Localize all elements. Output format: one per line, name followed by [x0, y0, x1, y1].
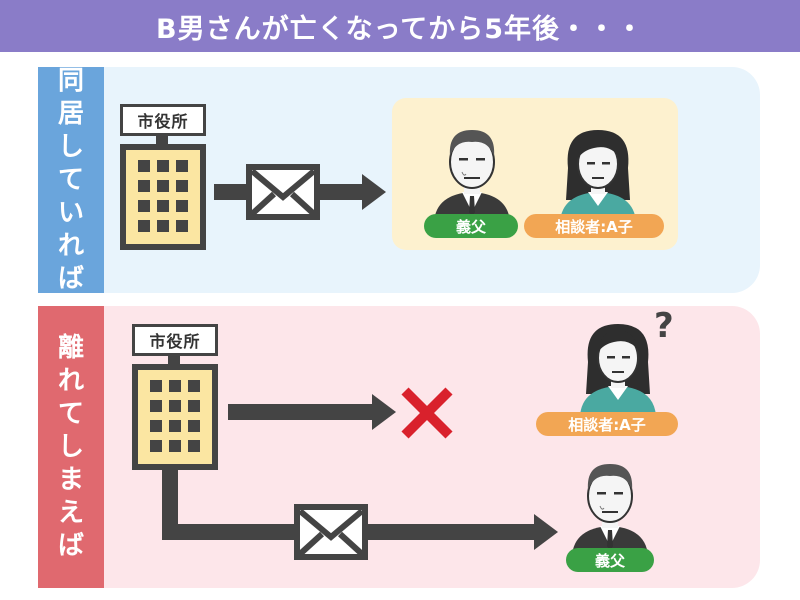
father-in-law-label: 義父: [566, 548, 654, 572]
father-in-law-label: 義父: [424, 214, 518, 238]
side-label-char: し: [57, 431, 84, 462]
mail-arrow-head-top: [362, 174, 386, 210]
question-mark: ?: [654, 306, 674, 346]
building-body: [132, 364, 218, 470]
city-hall-building-bottom: 市役所: [132, 324, 218, 470]
sign-pole: [168, 356, 180, 366]
father-in-law-avatar: [434, 130, 510, 222]
side-label-char: ば: [57, 530, 84, 561]
side-label-char: 離: [57, 332, 84, 363]
side-label-char: 同: [57, 65, 84, 96]
father-in-law-avatar: [572, 464, 648, 556]
failed-arrow-shaft: [228, 404, 374, 420]
city-hall-sign: 市役所: [120, 104, 206, 136]
consultant-avatar: [560, 130, 636, 222]
side-label-char: て: [57, 164, 84, 195]
cohabiting-side-label: 同居していれば: [38, 65, 104, 294]
city-hall-sign: 市役所: [132, 324, 218, 356]
sign-pole: [156, 136, 168, 146]
envelope-icon: [294, 504, 368, 560]
consultant-label: 相談者:A子: [524, 214, 664, 238]
consultant-label: 相談者:A子: [536, 412, 678, 436]
consultant-avatar: [580, 324, 656, 416]
side-label-char: ば: [57, 263, 84, 294]
side-label-char: し: [57, 131, 84, 162]
cross-icon: [401, 387, 453, 439]
failed-arrow-head: [372, 394, 396, 430]
side-label-char: れ: [57, 365, 84, 396]
building-body: [120, 144, 206, 250]
mail-arrow-vertical: [162, 470, 178, 540]
side-label-char: 居: [57, 98, 84, 129]
separated-side-label: 離れてしまえば: [38, 306, 104, 588]
side-label-char: て: [57, 398, 84, 429]
side-label-char: れ: [57, 230, 84, 261]
side-label-char: ま: [57, 464, 84, 495]
side-label-char: え: [57, 497, 84, 528]
page-title: B男さんが亡くなってから5年後・・・: [0, 0, 800, 52]
mail-arrow-head-bottom: [534, 514, 558, 550]
envelope-icon: [246, 164, 320, 220]
side-label-char: い: [57, 197, 84, 228]
city-hall-building-top: 市役所: [120, 104, 206, 250]
